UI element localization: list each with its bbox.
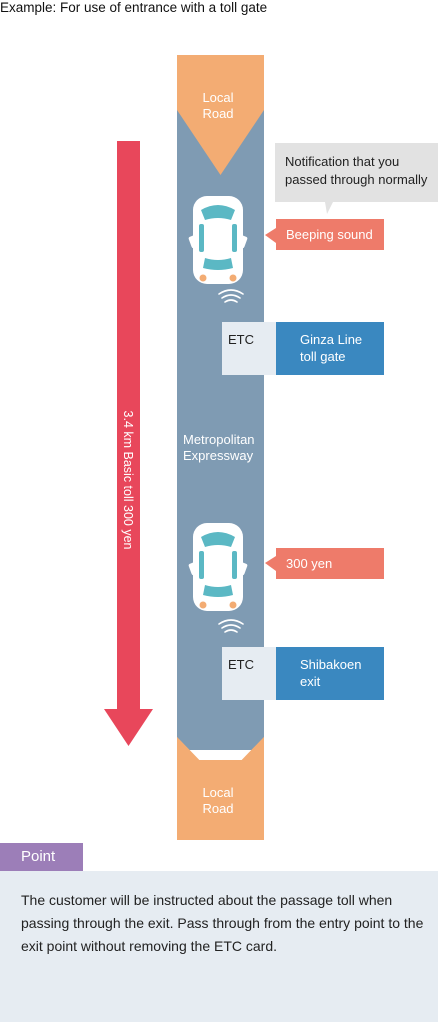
diagram-title: Example: For use of entrance with a toll… [0,0,268,15]
car-icon [188,196,248,284]
amount-pointer [265,556,276,571]
gate1-name: Ginza Line toll gate [276,322,384,375]
point-text: The customer will be instructed about th… [21,892,424,954]
gate2-etc: ETC [222,647,276,700]
point-tag: Point [0,843,83,871]
notification-callout: Notification that you passed through nor… [275,143,438,202]
car-icon [188,523,248,611]
beeping-pointer [265,228,276,243]
amount-box: 300 yen [276,548,384,579]
distance-label: 3.4 km Basic toll 300 yen [121,410,135,550]
beeping-sound-box: Beeping sound [276,219,384,250]
distance-arrow-shaft [117,141,140,711]
road-diagram [104,55,333,840]
local-road-top-label: Local Road [202,90,234,121]
distance-arrow-head [104,709,153,746]
local-road-top [177,55,264,175]
notification-pointer [325,202,333,214]
point-box: The customer will be instructed about th… [0,871,438,1022]
local-road-bottom-label: Local Road [202,785,234,816]
signal-waves-icon [218,289,244,303]
gate1-etc: ETC [222,322,276,375]
expressway-label: Metropolitan Expressway [183,432,255,463]
signal-waves-icon [218,619,244,633]
gate2-name: Shibakoen exit [276,647,384,700]
